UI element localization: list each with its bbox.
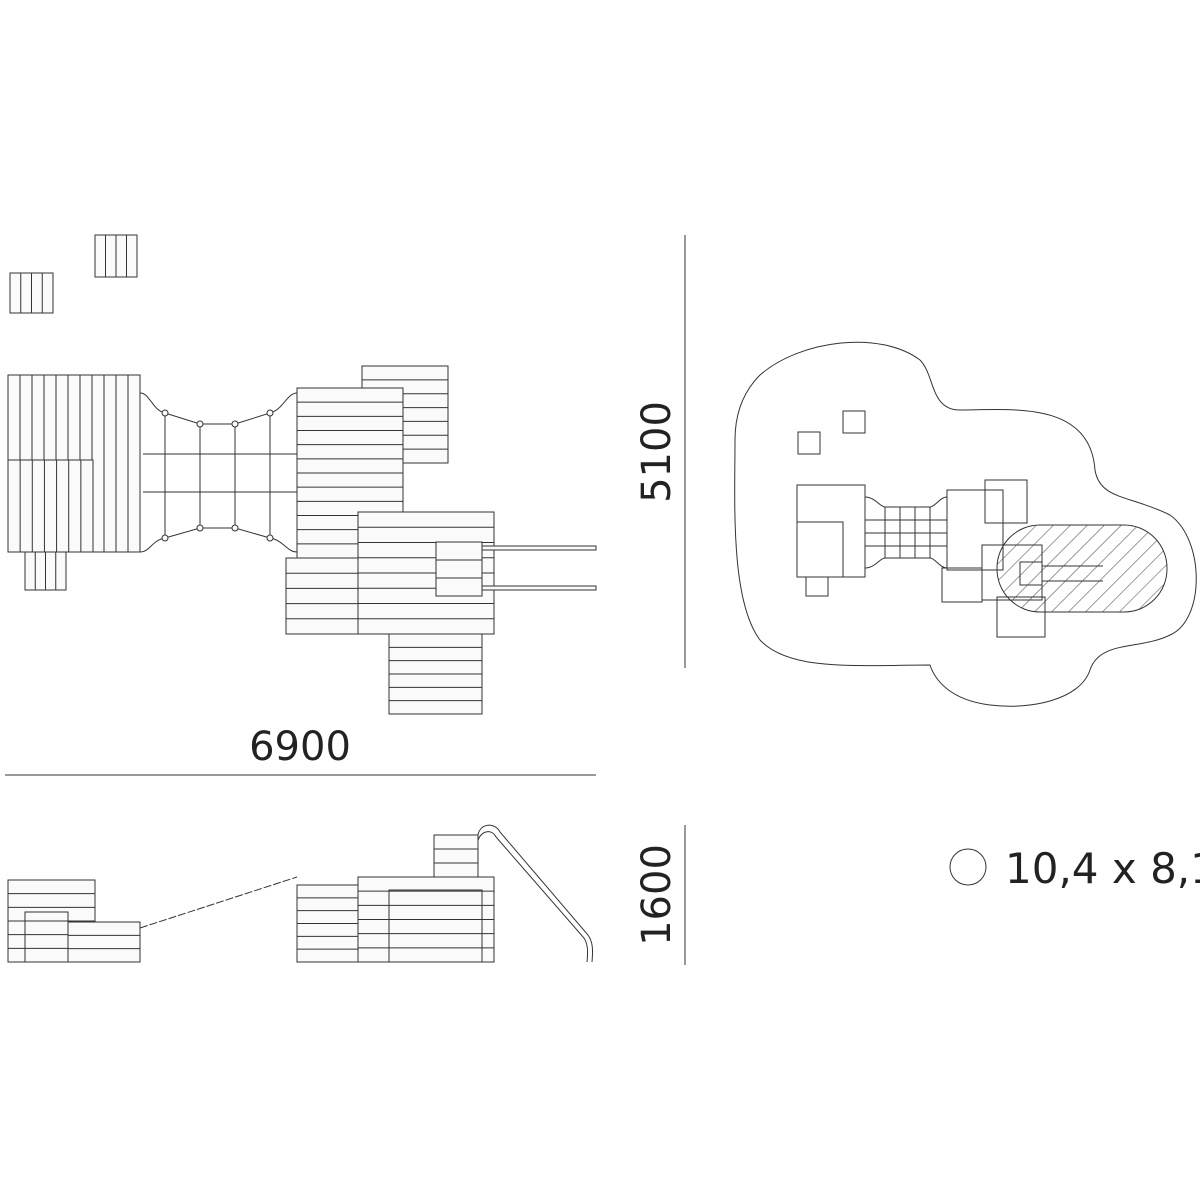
- net-connector: [161, 409, 169, 417]
- circle-icon: [949, 848, 987, 886]
- site-step-block: [797, 431, 821, 455]
- site-tower: [946, 489, 1004, 571]
- site-step-block: [842, 410, 866, 434]
- net-connector: [196, 420, 204, 428]
- side-tower-opening: [388, 889, 483, 963]
- net-connector: [161, 534, 169, 542]
- side-slide: [477, 824, 593, 963]
- site-bottom-block: [996, 596, 1046, 638]
- safety-area-outline: [734, 341, 1197, 707]
- site-left-deck: [796, 484, 866, 578]
- site-tower-lower: [941, 567, 983, 603]
- site-steps: [805, 576, 829, 597]
- side-left-platform: [67, 921, 141, 963]
- site-climbing-net: [864, 496, 948, 569]
- slide-rail: [481, 545, 597, 551]
- height-dimension-label: 1600: [634, 844, 680, 946]
- climbing-net-top-view: [139, 392, 298, 553]
- side-slide-edge: [477, 831, 589, 963]
- net-bottom-edge: [139, 527, 298, 553]
- depth-dimension-label: 5100: [634, 401, 680, 503]
- net-connector: [266, 534, 274, 542]
- top-view-plan: [7, 234, 597, 715]
- site-net-edge: [864, 496, 948, 508]
- side-window-opening: [24, 911, 69, 963]
- slide-rail: [481, 585, 597, 591]
- site-left-lower-deck: [796, 521, 844, 578]
- site-net-edge: [864, 557, 948, 569]
- side-elevation-view: [7, 824, 593, 963]
- safety-area-label: 10,4 x 8,1: [1005, 844, 1200, 893]
- side-slide-platform: [433, 834, 479, 878]
- slide-start-platform: [435, 541, 483, 597]
- width-dimension-label: 6900: [249, 724, 351, 770]
- site-tower-upper: [984, 479, 1028, 524]
- site-slide-start: [1019, 561, 1043, 586]
- left-lower-deck: [7, 459, 94, 553]
- site-plan-safety-area: [734, 341, 1197, 707]
- net-connector: [196, 524, 204, 532]
- net-top-edge: [139, 392, 298, 425]
- tower-a-lower-deck: [285, 557, 359, 635]
- net-connector: [266, 409, 274, 417]
- net-connector: [231, 524, 239, 532]
- side-net-rope: [139, 876, 298, 929]
- net-connector: [231, 420, 239, 428]
- slide-safety-zone: [996, 524, 1168, 613]
